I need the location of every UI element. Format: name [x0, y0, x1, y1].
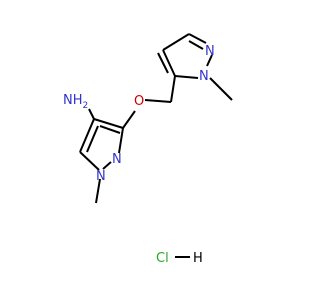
bond-n1-methyl	[95, 178, 101, 204]
amine-h: H	[73, 93, 83, 108]
bond-n2-n1	[102, 161, 112, 170]
bond-c3-o	[122, 110, 136, 129]
bond-c4-c3	[93, 118, 124, 129]
chloride-label: Cl	[156, 251, 169, 266]
amine-n: N	[63, 93, 73, 108]
ring-2-bonds	[157, 33, 233, 101]
bond-c4-nh2	[88, 108, 95, 120]
bond-c3p-n2p	[188, 33, 207, 44]
bond-o-ch2	[144, 99, 172, 103]
bond-c5-c4-double	[86, 125, 99, 153]
bond-n1p-c5p	[174, 75, 199, 79]
ring-1-bonds	[79, 108, 136, 204]
bond-c3p-n2p-double	[188, 40, 204, 50]
ring2-n2-label: N	[205, 44, 215, 59]
ring2-n1-label: N	[199, 69, 209, 84]
bond-ch2-c5prime	[170, 75, 176, 103]
bond-n1-c5	[79, 151, 100, 171]
molecule-structure: NH2 N N O N N Cl H	[63, 33, 233, 266]
amine-label: NH2	[63, 93, 88, 111]
bond-n1p-methyl	[209, 77, 233, 101]
bond-c5-c4	[79, 118, 95, 153]
amine-subscript: 2	[83, 101, 89, 111]
bond-c3-n2	[118, 127, 124, 154]
bond-c4p-c3p	[162, 33, 190, 51]
ether-o-label: O	[134, 94, 144, 109]
ring1-n2-label: N	[112, 152, 122, 167]
linker-bonds	[144, 75, 176, 103]
bond-c4-c3-double	[99, 125, 121, 134]
bond-c5p-c4p-double	[157, 52, 169, 74]
bond-n2p-n1p	[206, 54, 213, 67]
hydrogen-label: H	[193, 251, 203, 266]
bond-c5p-c4p	[162, 49, 176, 77]
ring1-n1-label: N	[96, 169, 106, 184]
